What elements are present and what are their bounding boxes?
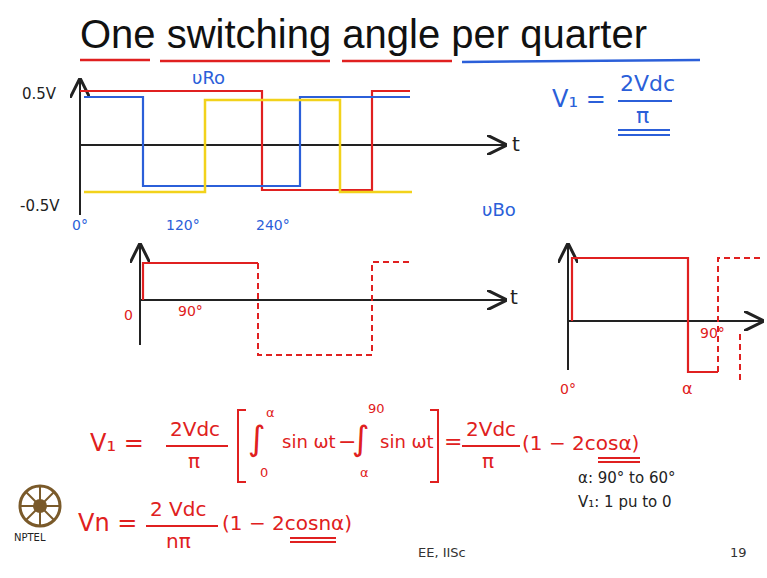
annotation-label: 90°	[178, 304, 203, 319]
annotation-label: 0	[124, 308, 133, 323]
annotation-label: υRo	[192, 68, 225, 88]
annotation-label: 90	[368, 402, 385, 416]
annotation-label: α	[266, 406, 275, 420]
annotation-label: 120°	[166, 218, 200, 233]
annotation-label: V₁ =	[90, 430, 144, 456]
annotation-label: t	[510, 286, 518, 308]
annotation-label: 90°	[700, 326, 725, 341]
annotation-label: π	[636, 104, 649, 128]
annotation-label: α	[682, 380, 693, 398]
annotation-label: 2Vdc	[620, 72, 675, 96]
annotation-label: α: 90° to 60°	[578, 470, 675, 487]
annotation-label: =	[444, 430, 462, 454]
annotation-label: π	[188, 450, 200, 472]
annotation-label: 2Vdc	[170, 418, 220, 440]
annotation-label: 2Vdc	[466, 418, 516, 440]
annotation-label: 19	[730, 546, 747, 560]
annotation-label: nπ	[166, 530, 191, 552]
annotation-label: π	[482, 450, 494, 472]
annotation-label: Vn =	[78, 510, 137, 536]
annotation-label: ∫	[248, 420, 266, 457]
annotation-label: 0°	[560, 382, 576, 397]
annotation-label: V₁ =	[552, 86, 606, 112]
annotation-label: NPTEL	[14, 532, 46, 543]
annotation-label: 0	[260, 466, 268, 480]
annotation-label: sin ωt	[380, 432, 434, 452]
annotation-label: V₁: 1 pu to 0	[578, 494, 672, 511]
annotation-label: 2 Vdc	[150, 498, 206, 520]
annotation-label: EE, IISc	[418, 546, 466, 560]
annotation-label: -0.5V	[20, 198, 60, 215]
annotation-label: ∫	[352, 420, 370, 457]
annotation-label: 240°	[256, 218, 290, 233]
annotation-label: υBo	[482, 200, 516, 220]
annotation-label: α	[360, 466, 369, 480]
annotation-label: (1 − 2cosα)	[522, 432, 639, 454]
annotation-label: t	[512, 133, 520, 155]
annotation-label: 0.5V	[22, 86, 56, 103]
annotation-label: (1 − 2cosnα)	[222, 512, 352, 534]
annotation-label: 0°	[72, 218, 88, 233]
annotation-label: sin ωt	[282, 432, 336, 452]
slide-title: One switching angle per quarter	[80, 12, 647, 56]
